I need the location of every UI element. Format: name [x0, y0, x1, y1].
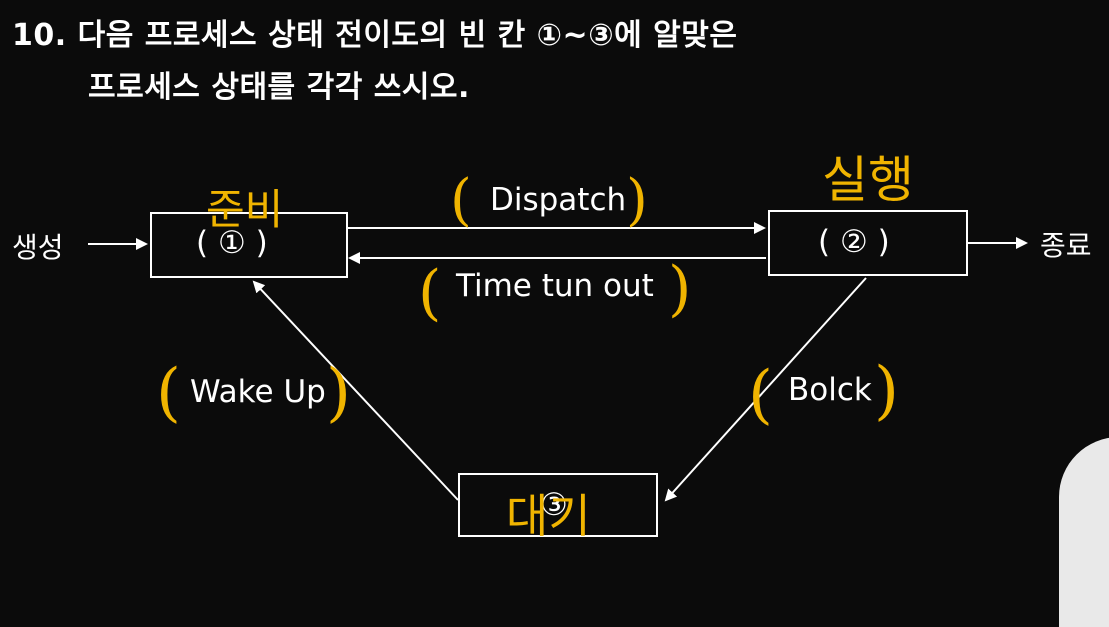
hw-paren-block-right: )	[874, 354, 899, 428]
hw-paren-block-left: (	[748, 358, 773, 432]
hw-paren-wakeup-right: )	[326, 356, 351, 430]
hw-paren-dispatch-right: )	[626, 168, 648, 233]
dispatch-label: Dispatch	[490, 182, 627, 218]
wakeup-label: Wake Up	[190, 374, 326, 410]
terminate-label: 종료	[1040, 229, 1092, 262]
wait-slot-label: ③	[540, 487, 568, 523]
ready-state-box	[150, 212, 348, 278]
hw-paren-wakeup-left: (	[156, 356, 181, 430]
hw-answer-wait: 대기	[506, 489, 591, 543]
hw-answer-ready: 준비	[206, 185, 284, 234]
question-line-2: 프로세스 상태를 각각 쓰시오.	[88, 70, 470, 105]
wait-state-box	[458, 473, 658, 537]
timeout-label: Time tun out	[456, 268, 654, 304]
create-label: 생성	[12, 231, 64, 264]
question-title: 10. 다음 프로세스 상태 전이도의 빈 칸 ①~③에 알맞은 프로세스 상태…	[12, 10, 737, 114]
block-label: Bolck	[788, 372, 872, 408]
hw-paren-dispatch-left: (	[450, 168, 472, 233]
block-arrow	[664, 277, 867, 502]
hw-paren-timeout-left: (	[418, 258, 442, 328]
wakeup-arrow	[252, 280, 459, 501]
running-slot-label: ( ② )	[818, 224, 890, 260]
hw-answer-running: 실행	[822, 151, 914, 209]
state-diagram-lines	[88, 222, 1028, 502]
ready-slot-label: ( ① )	[196, 225, 268, 261]
presenter-shoulder	[1059, 437, 1109, 627]
running-state-box	[768, 210, 968, 276]
question-line-1: 10. 다음 프로세스 상태 전이도의 빈 칸 ①~③에 알맞은	[12, 18, 738, 53]
hw-paren-timeout-right: )	[668, 254, 692, 324]
